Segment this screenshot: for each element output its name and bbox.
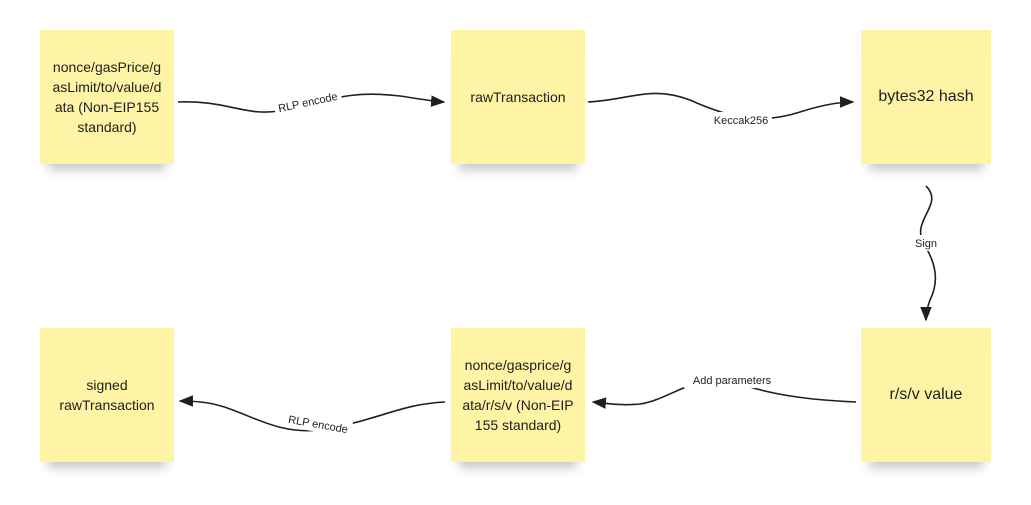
sticky-note-unsigned-fields[interactable]: nonce/gasPrice/gasLimit/to/value/data (N…	[40, 30, 174, 164]
edge-sign	[919, 185, 937, 322]
svg-text:Sign: Sign	[915, 238, 937, 250]
sticky-note-signed-fields[interactable]: nonce/gasprice/gasLimit/to/value/data/r/…	[451, 328, 585, 462]
svg-text:Keccak256: Keccak256	[714, 115, 768, 127]
sticky-note-text: r/s/v value	[889, 386, 963, 403]
sticky-note-signed-raw-transaction[interactable]: signed rawTransaction	[40, 328, 174, 462]
sticky-note-text: bytes32 hash	[878, 88, 974, 105]
sticky-note-text: nonce/gasPrice/gasLimit/to/value/data (N…	[52, 59, 162, 135]
sticky-note-rsv-value[interactable]: r/s/v value	[861, 328, 991, 462]
edge-label-rlp-encode-bottom: RLP encode	[283, 410, 354, 438]
sticky-note-bytes32-hash[interactable]: bytes32 hash	[861, 30, 991, 164]
sticky-note-text: rawTransaction	[470, 89, 566, 105]
edge-label-keccak256: Keccak256	[710, 112, 772, 128]
svg-text:Add parameters: Add parameters	[693, 375, 772, 387]
sticky-note-text: nonce/gasprice/gasLimit/to/value/data/r/…	[462, 357, 574, 433]
sticky-note-text: signed rawTransaction	[59, 377, 155, 413]
edge-label-sign: Sign	[912, 235, 940, 251]
edge-rlp-encode-bottom	[178, 395, 446, 432]
sticky-note-raw-transaction[interactable]: rawTransaction	[451, 30, 585, 164]
edge-label-rlp-encode-top: RLP encode	[272, 87, 343, 117]
edge-label-add-parameters: Add parameters	[684, 372, 780, 388]
